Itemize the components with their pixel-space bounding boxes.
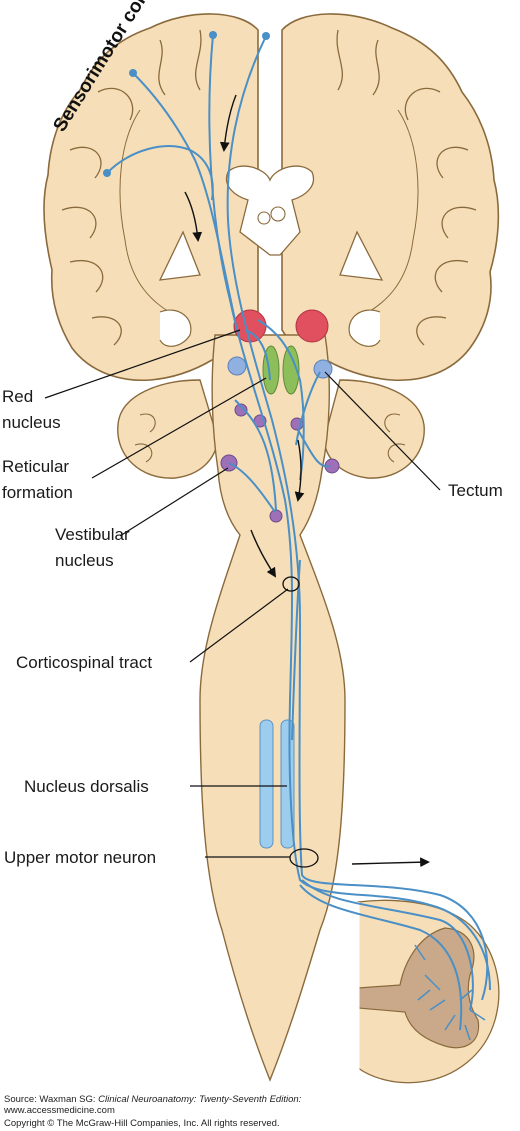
upper-motor-neuron-marker <box>289 848 319 868</box>
violet-nucleus-6 <box>269 509 283 523</box>
left-lateral-ventricle <box>158 230 201 281</box>
label-red-nucleus-line1: Red <box>2 387 33 406</box>
label-nucleus-dorsalis: Nucleus dorsalis <box>24 777 149 796</box>
label-red-nucleus-line2: nucleus <box>2 413 61 432</box>
label-reticular-line2: formation <box>2 483 73 502</box>
corticospinal-marker <box>282 576 300 592</box>
arrow-4 <box>250 529 277 578</box>
source-book: Clinical Neuroanatomy: Twenty-Seventh Ed… <box>98 1094 302 1105</box>
violet-nucleus-1 <box>234 403 248 417</box>
red-nucleus-right <box>295 309 329 343</box>
fiber-origin-dots <box>103 31 270 177</box>
label-reticular-formation: Reticular formation <box>2 457 74 502</box>
label-vestibular-line2: nucleus <box>55 551 114 570</box>
arrow-1 <box>219 94 237 152</box>
cerebral-hemispheres <box>43 13 500 382</box>
nucleus-dorsalis-left <box>259 719 274 849</box>
arrow-3 <box>294 439 305 502</box>
central-ventricle <box>225 165 315 256</box>
right-lateral-ventricle <box>339 230 384 281</box>
fiber-tracts <box>106 34 491 1031</box>
source-url: www.accessmedicine.com <box>4 1105 115 1116</box>
tectum-nucleus-right <box>313 359 333 379</box>
terminal-branches <box>414 944 486 1041</box>
right-hemisphere <box>281 13 500 382</box>
cross-section-gray-matter <box>357 927 480 1049</box>
arrow-2 <box>184 191 203 242</box>
direction-arrows <box>184 94 430 868</box>
ventricles <box>158 165 384 347</box>
arrow-5 <box>351 857 430 868</box>
label-red-nucleus: Red nucleus <box>2 387 61 432</box>
reticular-green-right <box>282 345 300 395</box>
label-vestibular-nucleus: Vestibular nucleus <box>55 525 134 570</box>
label-upper-motor-neuron: Upper motor neuron <box>4 848 156 867</box>
label-vestibular-line1: Vestibular <box>55 525 130 544</box>
cerebellum-left <box>117 379 219 479</box>
cerebellum-right <box>323 379 425 479</box>
spinal-cord <box>199 334 346 1082</box>
label-reticular-line1: Reticular <box>2 457 69 476</box>
tectum-nucleus-left <box>227 356 247 376</box>
left-hemisphere <box>43 13 259 382</box>
leader-lines <box>44 329 441 858</box>
label-corticospinal-tract: Corticospinal tract <box>16 653 152 672</box>
source-copyright: Copyright © The McGraw-Hill Companies, I… <box>4 1118 280 1129</box>
nuclei <box>220 309 340 849</box>
source-line: Source: Waxman SG: Clinical Neuroanatomy… <box>4 1094 301 1105</box>
source-prefix: Source: Waxman SG: <box>4 1094 99 1105</box>
label-tectum: Tectum <box>448 481 503 500</box>
